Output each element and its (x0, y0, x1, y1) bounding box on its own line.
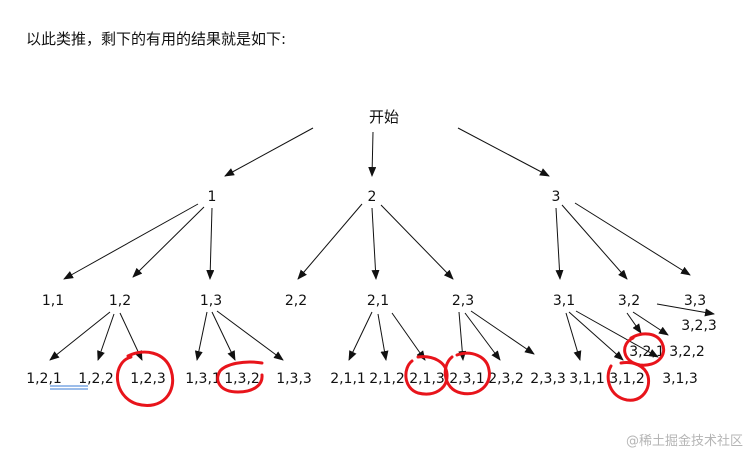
edge-13-131 (194, 311, 208, 361)
node-2-1-3: 2,1,3 (409, 371, 445, 387)
node-1: 1 (208, 189, 217, 205)
edge-3-31 (555, 207, 564, 280)
node-3-1-1: 3,1,1 (569, 371, 605, 387)
highlight-circle-1-3-2 (216, 360, 264, 394)
edge-13-132 (211, 311, 236, 361)
level2-nodes: 1,1 1,2 1,3 2,2 2,1 2,3 3,1 3,2 3,3 (42, 293, 706, 309)
node-2-3-1: 2,3,1 (449, 371, 485, 387)
edge-21-212 (377, 313, 389, 361)
edge-1-12 (132, 206, 205, 278)
caption-text: 以此类推，剩下的有用的结果就是如下: (26, 30, 287, 48)
edge-3-32 (561, 204, 628, 280)
edge-1-13 (206, 207, 215, 280)
node-3: 3 (552, 189, 561, 205)
highlight-circle-1-2-3 (115, 350, 175, 407)
edge-31-312 (568, 311, 624, 361)
node-1-2-1: 1,2,1 (26, 371, 62, 387)
node-1-2-3: 1,2,3 (130, 371, 166, 387)
node-2-1-1: 2,1,1 (330, 371, 366, 387)
node-2-3-2: 2,3,2 (488, 371, 524, 387)
edge-23-232 (464, 312, 501, 361)
edge-12-121 (49, 311, 111, 361)
watermark-text: @稀土掘金技术社区 (625, 434, 743, 449)
node-3-1-2: 3,1,2 (609, 371, 645, 387)
node-2: 2 (368, 189, 377, 205)
node-3-2: 3,2 (618, 293, 640, 309)
node-1-3-1: 1,3,1 (185, 371, 221, 387)
underline-mark (50, 385, 88, 390)
node-2-1: 2,1 (367, 293, 389, 309)
edge-2-21 (371, 207, 380, 280)
edge-root-2 (368, 131, 377, 177)
node-1-3-2: 1,3,2 (224, 371, 260, 387)
highlight-circle-3-2-1 (623, 332, 665, 367)
edge-23-231 (458, 311, 467, 361)
edge-root-1 (224, 127, 314, 177)
edge-13-133 (216, 310, 284, 361)
node-3-2-3: 3,2,3 (681, 318, 717, 334)
edge-21-213 (391, 312, 426, 361)
node-1-3-3: 1,3,3 (276, 371, 312, 387)
highlight-circle-2-3-1 (443, 351, 491, 396)
node-3-1-3: 3,1,3 (662, 371, 698, 387)
edge-3-33 (574, 202, 691, 276)
node-3-2-2: 3,2,2 (669, 344, 705, 360)
edge-32-323 (656, 303, 715, 317)
node-1-1: 1,1 (42, 293, 64, 309)
highlight-circle-3-1-2 (606, 361, 651, 402)
level3-nodes: 3,2,3 3,2,1 3,2,2 1,2,1 1,2,2 1,2,3 1,3,… (26, 318, 717, 387)
node-3-2-1: 3,2,1 (629, 344, 665, 360)
edge-23-233 (470, 310, 535, 355)
edge-32-322 (632, 311, 669, 336)
edge-31-311 (565, 312, 582, 361)
root-node: 开始 (369, 108, 399, 126)
edge-root-3 (457, 127, 550, 177)
edge-2-22 (297, 203, 363, 280)
edge-2-23 (380, 204, 454, 280)
edge-32-321 (626, 312, 642, 334)
edge-31-313 (575, 310, 659, 358)
node-2-1-2: 2,1,2 (369, 371, 405, 387)
node-3-3: 3,3 (684, 293, 706, 309)
node-2-2: 2,2 (285, 293, 307, 309)
root-label: 开始 (369, 108, 399, 126)
node-2-3: 2,3 (452, 293, 474, 309)
edge-12-122 (97, 313, 115, 361)
level1-nodes: 1 2 3 (208, 189, 561, 205)
node-1-2: 1,2 (109, 293, 131, 309)
edge-1-11 (63, 203, 199, 280)
node-3-1: 3,1 (553, 293, 575, 309)
edge-21-211 (348, 311, 373, 361)
highlight-circle-2-1-3 (404, 355, 449, 396)
node-1-3: 1,3 (200, 293, 222, 309)
node-1-2-2: 1,2,2 (78, 371, 114, 387)
node-2-3-3: 2,3,3 (530, 371, 566, 387)
